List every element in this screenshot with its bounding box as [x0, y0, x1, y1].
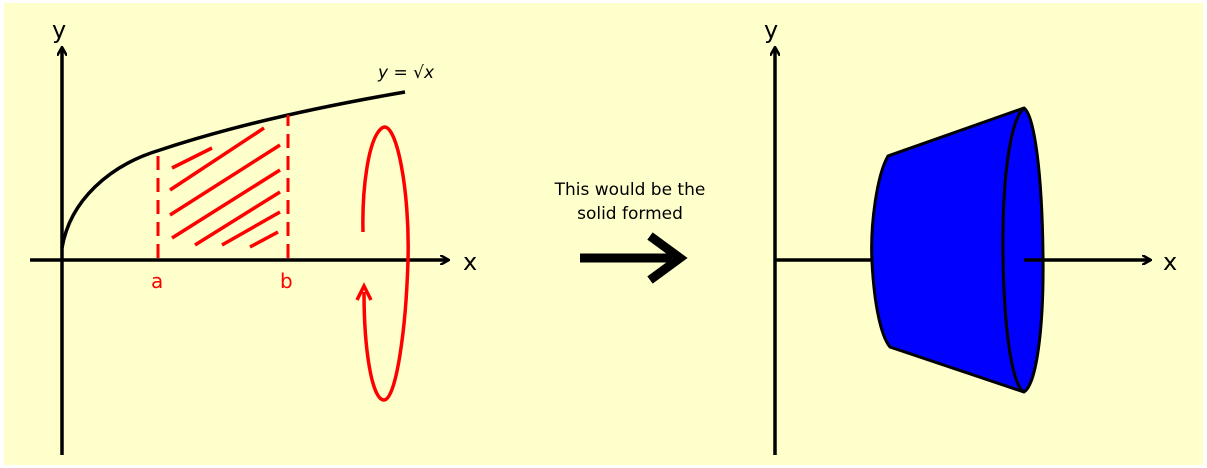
caption-line-1: This would be the: [554, 180, 706, 200]
right-x-axis-label: x: [1163, 248, 1177, 276]
curve-label: y = √x: [377, 63, 435, 83]
bound-a-label: a: [151, 269, 163, 293]
caption-line-2: solid formed: [577, 204, 683, 224]
rotation-arrow-icon: [355, 125, 410, 402]
frustum-solid-icon: [870, 106, 1045, 394]
bound-b-label: b: [280, 269, 293, 293]
right-graph: y x: [764, 16, 1177, 455]
left-y-axis-label: y: [52, 16, 66, 44]
shaded-region-hatching: [169, 126, 281, 249]
left-x-axis-label: x: [463, 248, 477, 276]
sqrt-curve: [60, 90, 406, 249]
right-arrow-icon: [580, 232, 688, 284]
caption-text: This would be the solid formed: [520, 178, 740, 226]
right-y-axis-label: y: [764, 16, 778, 44]
left-graph: y x y = √x a b: [30, 16, 477, 455]
